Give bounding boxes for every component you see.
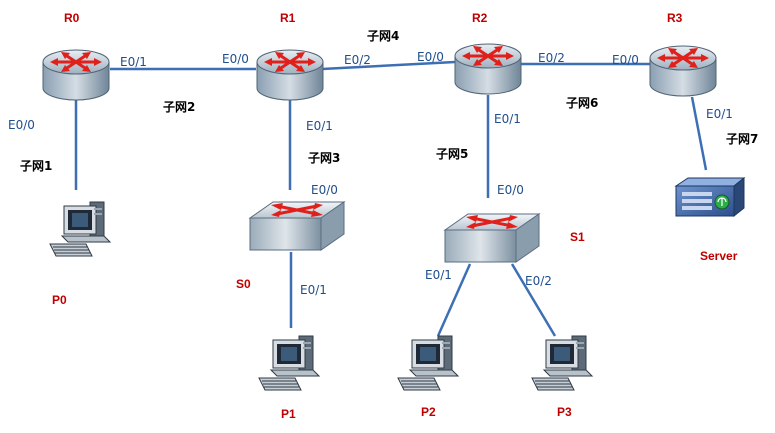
pc-icon[interactable] xyxy=(49,201,111,257)
device-label-s1: S1 xyxy=(570,230,585,244)
device-label-r0: R0 xyxy=(64,11,80,25)
router-icon[interactable] xyxy=(648,44,718,98)
server-icon[interactable] xyxy=(675,177,745,217)
device-label-p0: P0 xyxy=(52,293,67,307)
device-label-r2: R2 xyxy=(472,11,488,25)
subnet-label-7: 子网7 xyxy=(726,132,758,146)
port-label-s1-e01: E0/1 xyxy=(425,268,452,282)
port-label-r1-e01: E0/1 xyxy=(306,119,333,133)
link-s1-p2 xyxy=(436,263,472,337)
device-label-server: Server xyxy=(700,249,738,263)
switch-icon[interactable] xyxy=(443,212,541,264)
subnet-label-4: 子网4 xyxy=(367,29,399,43)
router-icon[interactable] xyxy=(453,42,523,96)
port-label-r3-e00: E0/0 xyxy=(612,53,639,67)
port-label-r1-e00: E0/0 xyxy=(222,52,249,66)
subnet-label-3: 子网3 xyxy=(308,151,340,165)
links xyxy=(74,60,708,337)
pc-icon[interactable] xyxy=(531,335,593,391)
port-label-r2-e00: E0/0 xyxy=(417,50,444,64)
link-r3-server xyxy=(690,96,708,171)
link-r1-r2 xyxy=(321,60,456,71)
device-label-p2: P2 xyxy=(421,405,436,419)
link-s1-p3 xyxy=(510,263,557,337)
device-label-p1: P1 xyxy=(281,407,296,421)
port-label-r2-e02: E0/2 xyxy=(538,51,565,65)
device-label-r3: R3 xyxy=(667,11,683,25)
subnet-label-5: 子网5 xyxy=(436,147,468,161)
subnet-label-1: 子网1 xyxy=(20,159,52,173)
router-icon[interactable] xyxy=(255,48,325,102)
port-label-s1-e00: E0/0 xyxy=(497,183,524,197)
port-label-s0-e01: E0/1 xyxy=(300,283,327,297)
subnet-label-6: 子网6 xyxy=(566,96,598,110)
subnet-label-2: 子网2 xyxy=(163,100,195,114)
port-label-r3-e01: E0/1 xyxy=(706,107,733,121)
port-label-s0-e00: E0/0 xyxy=(311,183,338,197)
device-label-s0: S0 xyxy=(236,277,251,291)
device-label-p3: P3 xyxy=(557,405,572,419)
device-label-r1: R1 xyxy=(280,11,296,25)
switch-icon[interactable] xyxy=(248,200,346,252)
port-label-r1-e02: E0/2 xyxy=(344,53,371,67)
pc-icon[interactable] xyxy=(258,335,320,391)
port-label-s1-e02: E0/2 xyxy=(525,274,552,288)
pc-icon[interactable] xyxy=(397,335,459,391)
router-icon[interactable] xyxy=(41,48,111,102)
port-label-r0-e00: E0/0 xyxy=(8,118,35,132)
port-label-r0-e01: E0/1 xyxy=(120,55,147,69)
port-label-r2-e01: E0/1 xyxy=(494,112,521,126)
